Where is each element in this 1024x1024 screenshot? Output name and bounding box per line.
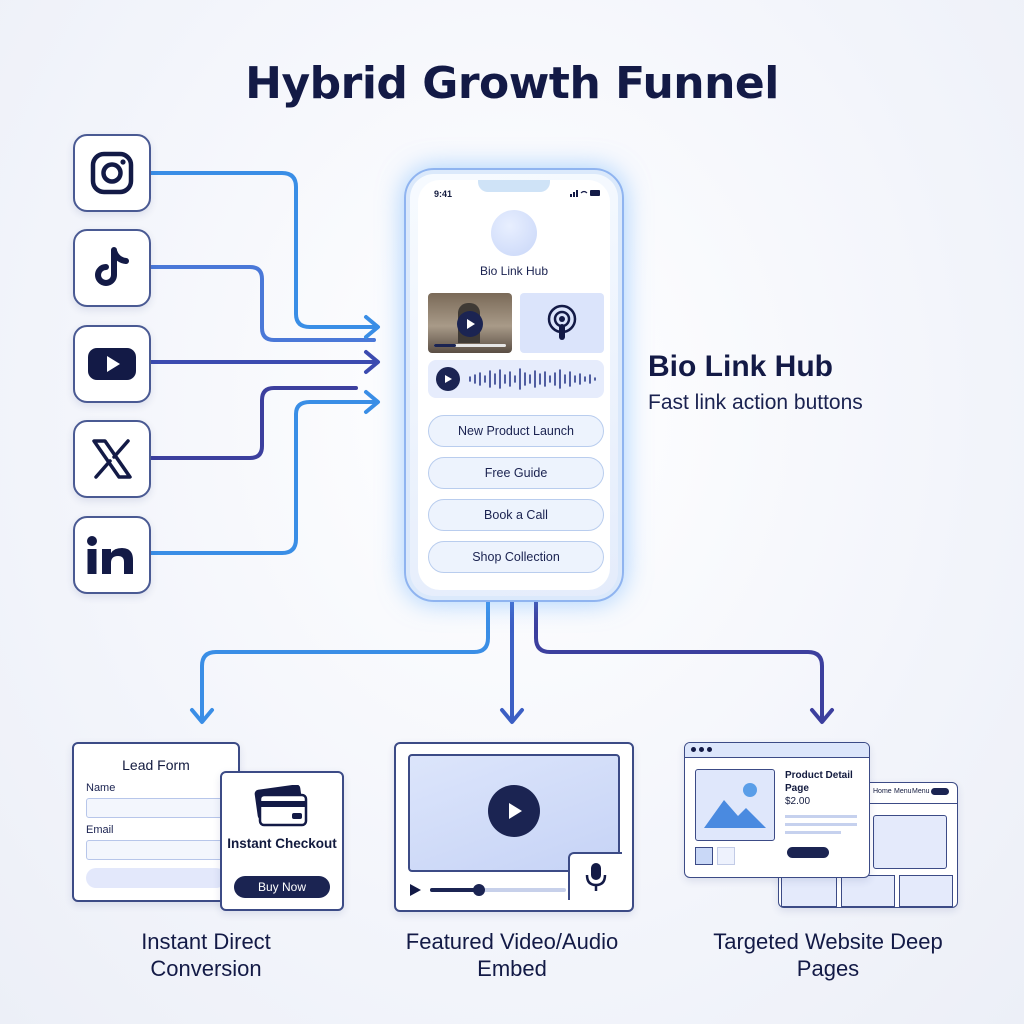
credit-card-icon bbox=[254, 784, 310, 832]
submit-button[interactable] bbox=[86, 868, 226, 888]
instagram-icon bbox=[90, 151, 134, 195]
checkout-title: Instant Checkout bbox=[227, 836, 337, 851]
x-source bbox=[73, 420, 151, 498]
podcast-icon bbox=[547, 304, 577, 340]
product-title: Product Detail Page bbox=[785, 770, 853, 794]
hub-label-title: Bio Link Hub bbox=[648, 350, 833, 383]
nav-menu[interactable]: Menu bbox=[894, 788, 912, 795]
thumbnail-1[interactable] bbox=[695, 847, 713, 865]
product-price: $2.00 bbox=[785, 796, 811, 807]
status-icons bbox=[570, 189, 602, 199]
progress-handle[interactable] bbox=[473, 884, 485, 896]
lead-form-title: Lead Form bbox=[122, 757, 190, 773]
big-play-icon[interactable] bbox=[488, 785, 540, 837]
tiktok-source bbox=[73, 229, 151, 307]
profile-name: Bio Link Hub bbox=[479, 264, 549, 278]
image-placeholder-icon bbox=[704, 783, 766, 828]
phone-notch bbox=[478, 180, 550, 192]
waveform-icon bbox=[469, 368, 596, 390]
lead-form-card: Lead Form Name Email bbox=[72, 742, 240, 902]
link-button-free-guide[interactable]: Free Guide bbox=[428, 457, 604, 489]
connector-linkedin bbox=[148, 400, 376, 555]
connector-x bbox=[148, 386, 358, 460]
checkout-card: Instant Checkout Buy Now bbox=[220, 771, 344, 911]
browser-bar bbox=[685, 743, 869, 758]
status-time: 9:41 bbox=[434, 189, 453, 199]
phone-mockup: 9:41 Bio Link Hub bbox=[404, 168, 624, 602]
connector-website bbox=[534, 598, 824, 720]
linkedin-source bbox=[73, 516, 151, 594]
nav-cta-button[interactable] bbox=[931, 788, 949, 795]
name-field[interactable] bbox=[86, 798, 228, 818]
product-page-card: Product Detail Page $2.00 bbox=[684, 742, 870, 878]
video-progress[interactable] bbox=[434, 344, 506, 347]
video-thumbnail[interactable] bbox=[428, 293, 512, 353]
description-line-3 bbox=[785, 831, 841, 834]
name-label: Name bbox=[86, 782, 116, 794]
buy-now-button[interactable]: Buy Now bbox=[234, 876, 330, 898]
website-grid-block-3 bbox=[899, 875, 953, 907]
play-icon[interactable] bbox=[457, 311, 483, 337]
link-button-shop-collection[interactable]: Shop Collection bbox=[428, 541, 604, 573]
website-grid-block-1 bbox=[781, 875, 837, 907]
description-line-2 bbox=[785, 823, 857, 826]
audio-player[interactable] bbox=[428, 360, 604, 398]
website-hero-block bbox=[873, 815, 947, 869]
instagram-source bbox=[73, 134, 151, 212]
battery-icon bbox=[570, 190, 600, 197]
product-image[interactable] bbox=[695, 769, 775, 841]
youtube-source bbox=[73, 325, 151, 403]
diagram-title: Hybrid Growth Funnel bbox=[245, 58, 779, 109]
linkedin-icon bbox=[87, 536, 133, 574]
hub-label-subtitle: Fast link action buttons bbox=[648, 391, 863, 414]
youtube-icon bbox=[88, 348, 136, 380]
connector-instagram bbox=[148, 171, 376, 329]
caption-conversion: Instant Direct Conversion bbox=[141, 929, 271, 981]
audio-play-icon[interactable] bbox=[436, 367, 460, 391]
phone-screen: 9:41 Bio Link Hub bbox=[418, 180, 610, 590]
link-button-new-product-launch[interactable]: New Product Launch bbox=[428, 415, 604, 447]
description-line-1 bbox=[785, 815, 857, 818]
small-play-icon[interactable] bbox=[408, 883, 422, 897]
podcast-tile[interactable] bbox=[520, 293, 604, 353]
x-icon bbox=[92, 439, 132, 479]
thumbnail-2[interactable] bbox=[717, 847, 735, 865]
profile-avatar[interactable] bbox=[491, 210, 537, 256]
caption-embed: Featured Video/Audio Embed bbox=[405, 929, 619, 981]
email-label: Email bbox=[86, 824, 114, 836]
embed-progress-bar[interactable] bbox=[430, 888, 566, 892]
connector-conversion bbox=[200, 598, 490, 720]
link-button-book-a-call[interactable]: Book a Call bbox=[428, 499, 604, 531]
add-to-cart-button[interactable] bbox=[787, 847, 829, 858]
nav-home[interactable]: Home bbox=[873, 788, 892, 795]
embed-card bbox=[394, 742, 634, 912]
caption-website: Targeted Website Deep Pages bbox=[713, 929, 943, 981]
nav-menu-secondary[interactable]: Menu bbox=[912, 788, 930, 795]
tiktok-icon bbox=[95, 247, 129, 286]
email-field[interactable] bbox=[86, 840, 228, 860]
website-grid-block-2 bbox=[841, 875, 895, 907]
connector-tiktok bbox=[148, 265, 376, 342]
microphone-icon[interactable] bbox=[568, 852, 622, 900]
